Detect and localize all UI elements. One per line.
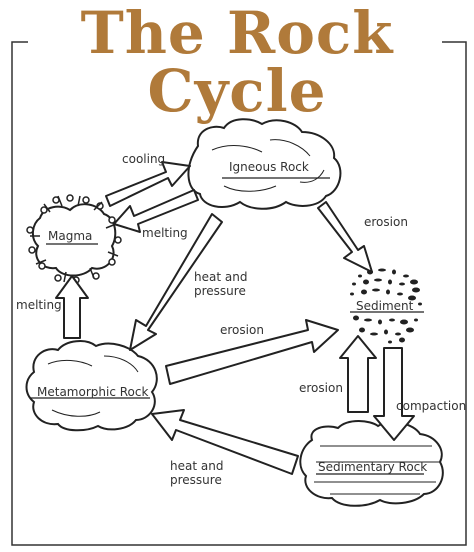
page-title: The Rock Cycle bbox=[80, 0, 394, 125]
sediment-pebble bbox=[388, 340, 392, 344]
sediment-pebble bbox=[361, 289, 367, 295]
process-label-heat-pressure-sed-1: heat and bbox=[170, 459, 224, 473]
sediment-pebble bbox=[412, 287, 420, 293]
metamorphic-rock-shape bbox=[25, 340, 158, 432]
sedimentary-rock-shape bbox=[299, 420, 444, 507]
sediment-pebble bbox=[406, 327, 414, 333]
process-label-erosion-igneous: erosion bbox=[364, 215, 408, 229]
sediment-particles bbox=[350, 268, 422, 344]
arrow-heat-pressure-igneous bbox=[129, 213, 223, 351]
process-arrows bbox=[55, 161, 415, 475]
sediment-pebble bbox=[414, 318, 418, 322]
sediment-pebble bbox=[378, 268, 386, 272]
sediment-pebble bbox=[350, 292, 354, 296]
process-label-cooling: cooling bbox=[122, 152, 166, 166]
page-frame bbox=[11, 41, 467, 546]
process-label-erosion-sedimentary: erosion bbox=[299, 381, 343, 395]
sediment-pebble bbox=[374, 278, 382, 282]
node-label-magma: Magma bbox=[48, 229, 93, 243]
arrow-erosion-meta bbox=[165, 319, 339, 385]
process-label-compaction: compaction bbox=[396, 399, 467, 413]
sediment-pebble bbox=[378, 319, 382, 325]
sediment-pebble bbox=[408, 295, 416, 301]
arrow-compaction bbox=[373, 347, 415, 441]
arrow-melting-meta bbox=[55, 275, 89, 339]
node-label-metamorphic: Metamorphic Rock bbox=[37, 385, 149, 399]
sediment-pebble bbox=[352, 282, 356, 286]
sediment-pebble bbox=[395, 332, 401, 336]
arrow-melting-igneous bbox=[113, 189, 199, 233]
node-label-sediment: Sediment bbox=[356, 299, 414, 313]
sediment-pebble bbox=[399, 282, 405, 286]
process-label-heat-pressure-igneous-1: heat and bbox=[194, 270, 248, 284]
sediment-pebble bbox=[353, 315, 359, 321]
sediment-pebble bbox=[372, 288, 380, 292]
process-label-heat-pressure-igneous-2: pressure bbox=[194, 284, 246, 298]
sediment-pebble bbox=[389, 318, 395, 322]
sediment-pebble bbox=[410, 279, 418, 285]
process-label-erosion-meta: erosion bbox=[220, 323, 264, 337]
sediment-pebble bbox=[392, 269, 396, 275]
node-underlines bbox=[30, 177, 424, 475]
magma-shape bbox=[26, 194, 122, 284]
sediment-pebble bbox=[403, 274, 409, 278]
process-label-melting-igneous: melting bbox=[142, 226, 188, 240]
sediment-pebble bbox=[358, 274, 362, 278]
sediment-pebble bbox=[400, 319, 408, 325]
sediment-pebble bbox=[363, 279, 369, 285]
process-label-heat-pressure-sed-2: pressure bbox=[170, 473, 222, 487]
arrow-erosion-igneous bbox=[317, 201, 373, 273]
sediment-pebble bbox=[386, 289, 390, 295]
sediment-pebble bbox=[399, 337, 405, 343]
node-label-sedimentary: Sedimentary Rock bbox=[318, 460, 428, 474]
igneous-rock-shape bbox=[187, 118, 342, 210]
process-label-melting-meta: melting bbox=[16, 298, 62, 312]
sediment-pebble bbox=[397, 292, 403, 296]
sediment-pebble bbox=[418, 302, 422, 306]
arrow-erosion-sedimentary bbox=[339, 335, 377, 413]
sediment-pebble bbox=[370, 332, 378, 336]
sediment-pebble bbox=[384, 329, 388, 335]
arrow-heat-pressure-sed bbox=[151, 409, 299, 475]
node-label-igneous: Igneous Rock bbox=[229, 160, 309, 174]
sediment-pebble bbox=[359, 327, 365, 333]
sediment-pebble bbox=[364, 318, 372, 322]
sediment-pebble bbox=[388, 279, 392, 285]
arrow-cooling bbox=[105, 161, 191, 207]
